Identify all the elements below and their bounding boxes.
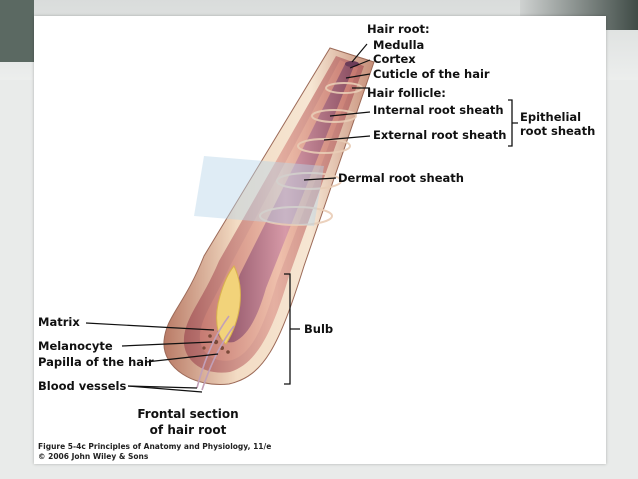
epithelial-bracket (508, 99, 518, 147)
label-external-root-sheath: External root sheath (373, 128, 507, 142)
label-internal-root-sheath: Internal root sheath (373, 103, 504, 117)
skin-plane (194, 156, 324, 226)
figure-credit-line1: Figure 5-4c Principles of Anatomy and Ph… (38, 442, 272, 451)
leader-lines (85, 43, 371, 393)
label-matrix: Matrix (38, 315, 80, 329)
label-bulb: Bulb (304, 322, 334, 336)
label-papilla: Papilla of the hair (38, 355, 154, 369)
hair-root-illustration (85, 43, 518, 393)
blood-vessel-lines (196, 315, 235, 391)
label-blood-vessels: Blood vessels (38, 379, 127, 393)
slide: Hair root: Medulla Cortex Cuticle of the… (34, 16, 606, 464)
label-cuticle: Cuticle of the hair (373, 67, 490, 81)
label-epithelial-line2: root sheath (520, 124, 596, 138)
label-dermal-root-sheath: Dermal root sheath (338, 171, 464, 185)
caption-line2: of hair root (149, 423, 227, 437)
label-medulla: Medulla (373, 38, 425, 52)
sheath-cut-rings (259, 82, 363, 226)
label-hair-follicle: Hair follicle: (367, 86, 446, 100)
label-melanocyte: Melanocyte (38, 339, 113, 353)
background-corner-dark (0, 0, 34, 62)
melanocyte-dots (202, 334, 230, 354)
label-cortex: Cortex (373, 52, 416, 66)
caption-line1: Frontal section (137, 407, 239, 421)
figure-credit-line2: © 2006 John Wiley & Sons (38, 452, 149, 461)
hair-shaft-shape (217, 62, 354, 343)
label-hair-root: Hair root: (367, 22, 430, 36)
label-epithelial-line1: Epithelial (520, 110, 582, 124)
bulb-bracket (284, 273, 300, 385)
